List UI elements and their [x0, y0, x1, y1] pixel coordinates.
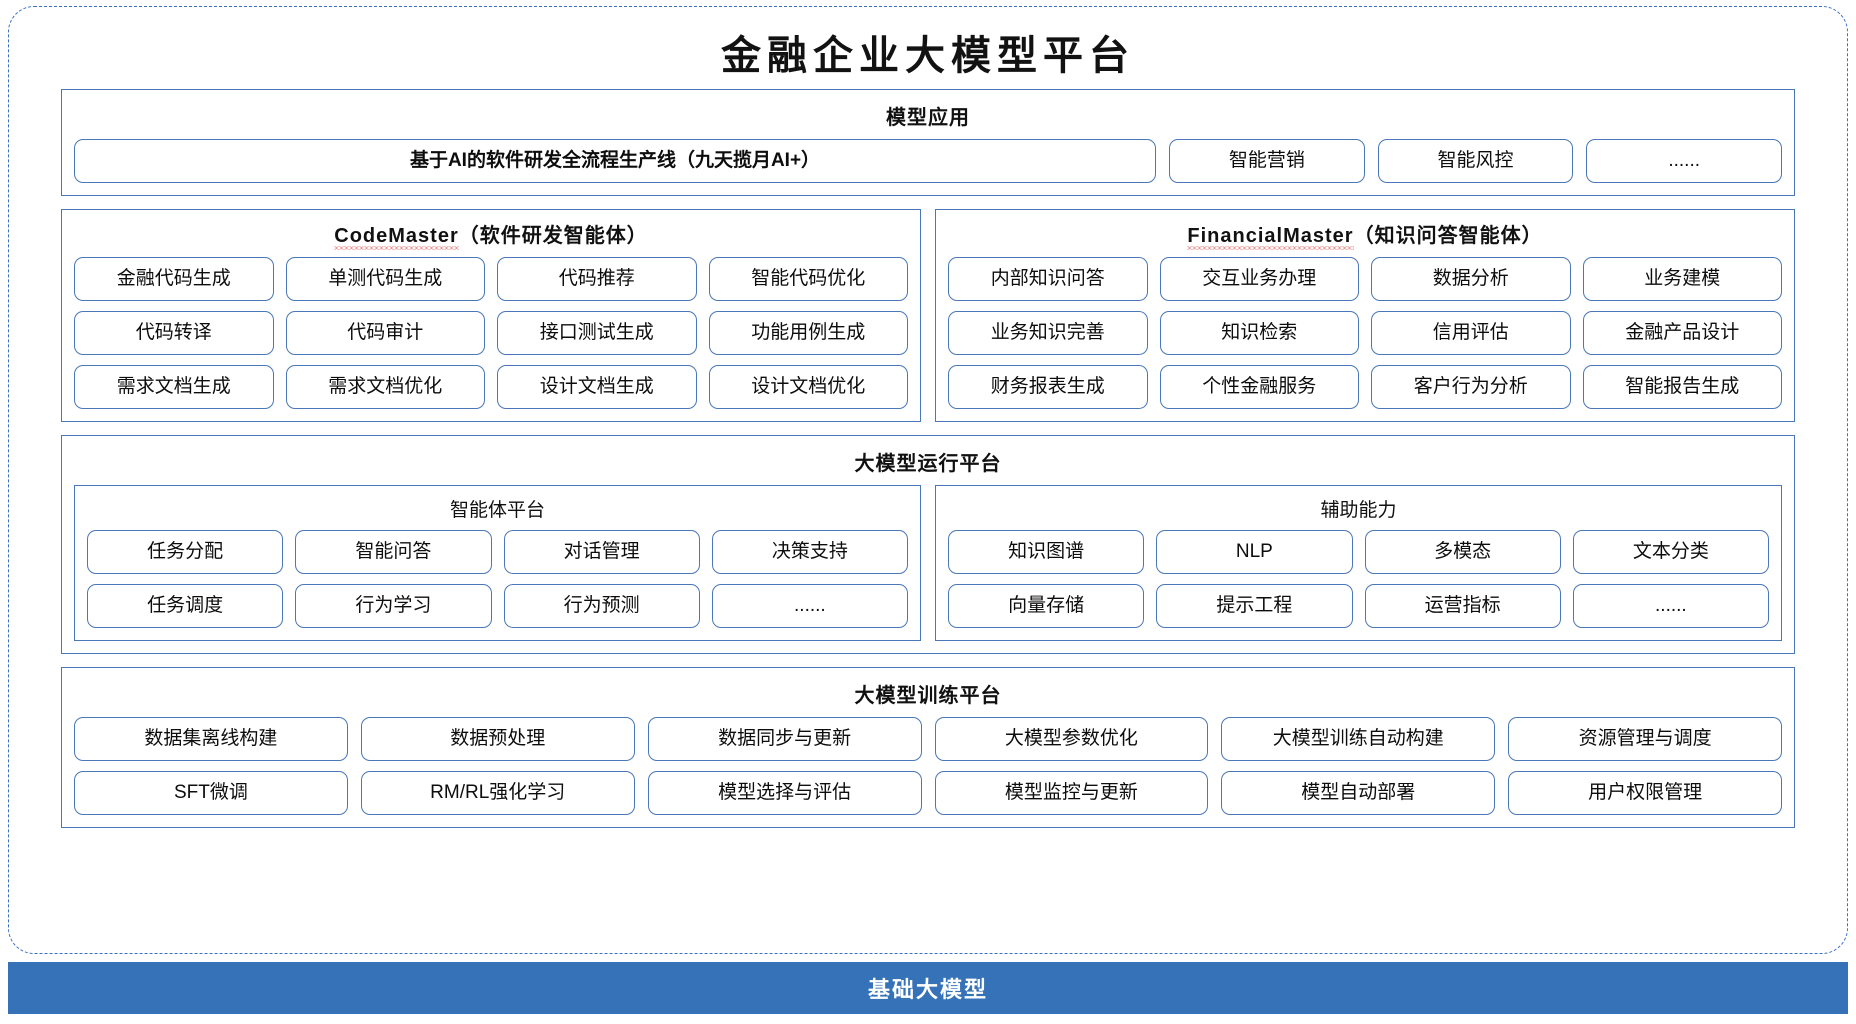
- chip-item[interactable]: 设计文档优化: [708, 365, 908, 409]
- section-heading-financial-master: FinancialMaster（知识问答智能体）: [948, 216, 1782, 257]
- chip-item[interactable]: 任务分配: [87, 530, 284, 574]
- section-model-application: 模型应用 基于AI的软件研发全流程生产线（九天揽月AI+） 智能营销 智能风控 …: [61, 89, 1795, 196]
- app-item-smart-risk-control[interactable]: 智能风控: [1377, 139, 1574, 183]
- subsection-heading-support-ability: 辅助能力: [1320, 500, 1397, 521]
- chip-item[interactable]: 代码推荐: [497, 257, 697, 301]
- chip-item[interactable]: 文本分类: [1572, 530, 1769, 574]
- chip-item[interactable]: 运营指标: [1364, 584, 1561, 628]
- chip-item[interactable]: 行为学习: [295, 584, 492, 628]
- code-master-items: 金融代码生成 单测代码生成 代码推荐 智能代码优化 代码转译 代码审计 接口测试…: [74, 257, 908, 409]
- financial-master-name: FinancialMaster: [1187, 225, 1354, 250]
- chip-item[interactable]: 财务报表生成: [948, 365, 1148, 409]
- chip-item[interactable]: 代码转译: [74, 311, 274, 355]
- section-runtime-platform: 大模型运行平台 智能体平台 任务分配 智能问答 对话管理 决策支持 任务调度 行…: [61, 435, 1795, 654]
- agent-panels: CodeMaster（软件研发智能体） 金融代码生成 单测代码生成 代码推荐 智…: [61, 209, 1795, 422]
- chip-item[interactable]: 单测代码生成: [285, 257, 485, 301]
- page-title: 金融企业大模型平台: [721, 32, 1135, 79]
- section-heading-model-application: 模型应用: [886, 107, 970, 129]
- chip-item[interactable]: SFT微调: [74, 771, 348, 815]
- section-code-master: CodeMaster（软件研发智能体） 金融代码生成 单测代码生成 代码推荐 智…: [61, 209, 921, 422]
- chip-item[interactable]: 资源管理与调度: [1508, 717, 1782, 761]
- chip-item[interactable]: 数据分析: [1371, 257, 1571, 301]
- section-heading-runtime-platform: 大模型运行平台: [854, 453, 1002, 475]
- subsection-agent-platform: 智能体平台 任务分配 智能问答 对话管理 决策支持 任务调度 行为学习 行为预测…: [74, 485, 921, 641]
- chip-item[interactable]: 数据集离线构建: [74, 717, 348, 761]
- chip-item[interactable]: 用户权限管理: [1508, 771, 1782, 815]
- chip-item[interactable]: 智能报告生成: [1582, 365, 1782, 409]
- chip-item[interactable]: 接口测试生成: [497, 311, 697, 355]
- chip-item[interactable]: 个性金融服务: [1159, 365, 1359, 409]
- chip-item[interactable]: 需求文档优化: [285, 365, 485, 409]
- chip-item[interactable]: 知识检索: [1159, 311, 1359, 355]
- support-ability-items: 知识图谱 NLP 多模态 文本分类 向量存储 提示工程 运营指标 ......: [948, 530, 1769, 628]
- chip-item[interactable]: 数据预处理: [360, 717, 635, 761]
- chip-item[interactable]: ......: [711, 584, 908, 628]
- foundation-model-label: 基础大模型: [867, 977, 988, 1002]
- chip-item[interactable]: RM/RL强化学习: [360, 771, 635, 815]
- chip-item[interactable]: 大模型参数优化: [934, 717, 1209, 761]
- chip-item[interactable]: 决策支持: [711, 530, 908, 574]
- financial-master-subtitle: （知识问答智能体）: [1353, 225, 1543, 247]
- chip-item[interactable]: 业务建模: [1582, 257, 1782, 301]
- section-financial-master: FinancialMaster（知识问答智能体） 内部知识问答 交互业务办理 数…: [935, 209, 1795, 422]
- chip-item[interactable]: 金融代码生成: [74, 257, 274, 301]
- chip-item[interactable]: 金融产品设计: [1582, 311, 1782, 355]
- chip-item[interactable]: 数据同步与更新: [647, 717, 922, 761]
- chip-item[interactable]: 向量存储: [948, 584, 1145, 628]
- chip-item[interactable]: 客户行为分析: [1371, 365, 1571, 409]
- platform-outer-frame: 金融企业大模型平台 模型应用 基于AI的软件研发全流程生产线（九天揽月AI+） …: [8, 6, 1848, 954]
- subsection-heading-agent-platform: 智能体平台: [449, 500, 545, 521]
- layer-stack: 模型应用 基于AI的软件研发全流程生产线（九天揽月AI+） 智能营销 智能风控 …: [9, 79, 1847, 828]
- foundation-model-bar: 基础大模型: [8, 962, 1848, 1014]
- chip-item[interactable]: 代码审计: [285, 311, 485, 355]
- financial-master-items: 内部知识问答 交互业务办理 数据分析 业务建模 业务知识完善 知识检索 信用评估…: [948, 257, 1782, 409]
- section-heading-training-platform: 大模型训练平台: [854, 685, 1002, 707]
- chip-item[interactable]: 功能用例生成: [708, 311, 908, 355]
- chip-item[interactable]: 大模型训练自动构建: [1221, 717, 1496, 761]
- section-training-platform: 大模型训练平台 数据集离线构建 数据预处理 数据同步与更新 大模型参数优化 大模…: [61, 667, 1795, 828]
- chip-item[interactable]: 模型选择与评估: [647, 771, 922, 815]
- chip-item[interactable]: NLP: [1156, 530, 1353, 574]
- model-application-items: 基于AI的软件研发全流程生产线（九天揽月AI+） 智能营销 智能风控 .....…: [74, 139, 1783, 183]
- runtime-columns: 智能体平台 任务分配 智能问答 对话管理 决策支持 任务调度 行为学习 行为预测…: [74, 485, 1782, 641]
- chip-item[interactable]: 多模态: [1364, 530, 1561, 574]
- chip-item[interactable]: 内部知识问答: [948, 257, 1148, 301]
- chip-item[interactable]: 模型自动部署: [1221, 771, 1496, 815]
- agent-platform-items: 任务分配 智能问答 对话管理 决策支持 任务调度 行为学习 行为预测 .....…: [87, 530, 908, 628]
- chip-item[interactable]: 智能代码优化: [708, 257, 908, 301]
- chip-item[interactable]: 设计文档生成: [497, 365, 697, 409]
- app-item-more[interactable]: ......: [1586, 139, 1783, 183]
- chip-item[interactable]: 业务知识完善: [948, 311, 1148, 355]
- chip-item[interactable]: 交互业务办理: [1159, 257, 1359, 301]
- section-heading-code-master: CodeMaster（软件研发智能体）: [74, 216, 908, 257]
- chip-item[interactable]: 智能问答: [295, 530, 492, 574]
- training-platform-items: 数据集离线构建 数据预处理 数据同步与更新 大模型参数优化 大模型训练自动构建 …: [74, 717, 1782, 815]
- chip-item[interactable]: 对话管理: [503, 530, 700, 574]
- subsection-support-ability: 辅助能力 知识图谱 NLP 多模态 文本分类 向量存储 提示工程 运营指标 ..…: [935, 485, 1782, 641]
- chip-item[interactable]: 行为预测: [503, 584, 700, 628]
- chip-item[interactable]: 信用评估: [1371, 311, 1571, 355]
- chip-item[interactable]: ......: [1572, 584, 1769, 628]
- chip-item[interactable]: 需求文档生成: [74, 365, 274, 409]
- code-master-name: CodeMaster: [334, 225, 459, 250]
- app-item-ai-pipeline[interactable]: 基于AI的软件研发全流程生产线（九天揽月AI+）: [74, 139, 1156, 183]
- chip-item[interactable]: 知识图谱: [948, 530, 1145, 574]
- app-item-smart-marketing[interactable]: 智能营销: [1169, 139, 1365, 183]
- code-master-subtitle: （软件研发智能体）: [458, 225, 648, 247]
- chip-item[interactable]: 模型监控与更新: [934, 771, 1209, 815]
- chip-item[interactable]: 提示工程: [1156, 584, 1353, 628]
- chip-item[interactable]: 任务调度: [87, 584, 284, 628]
